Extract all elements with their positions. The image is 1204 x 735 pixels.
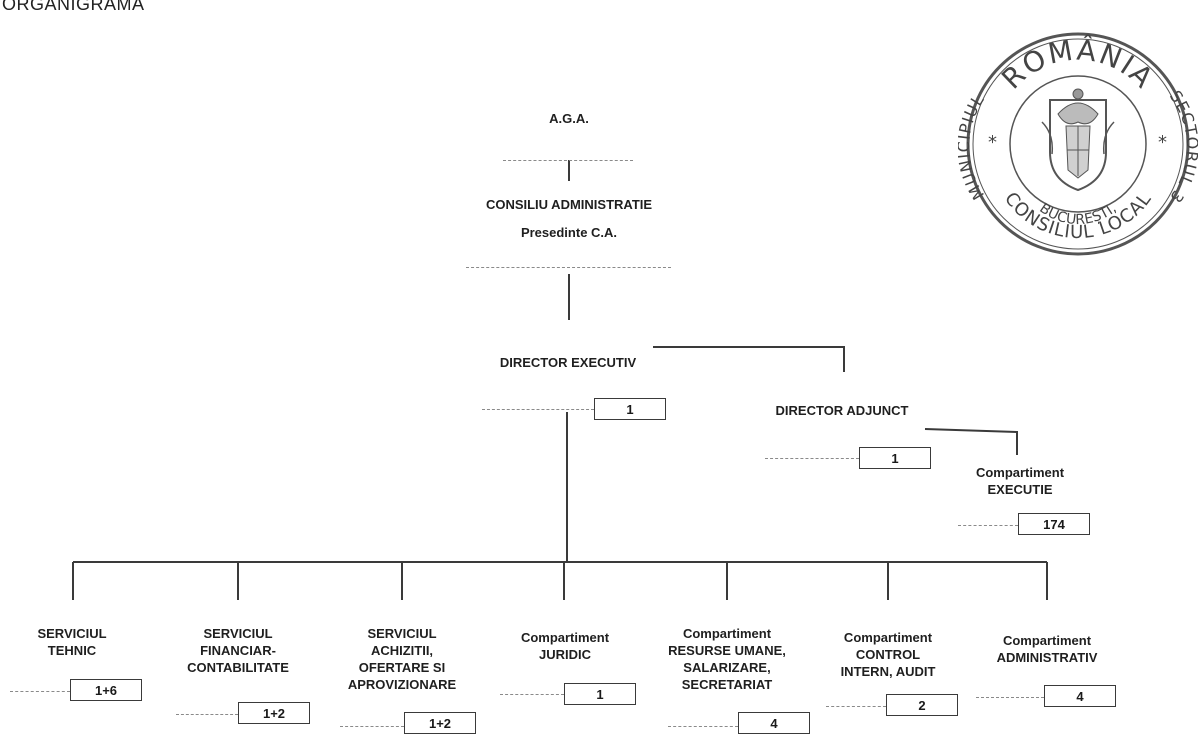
dept-line: SECRETARIAT: [681, 677, 773, 692]
dash-line: [482, 409, 594, 410]
executie-line2: EXECUTIE: [987, 482, 1053, 497]
dash-line: [10, 691, 70, 692]
dash-line: [826, 706, 886, 707]
dept-juridic: Compartiment JURIDIC: [521, 629, 609, 663]
dept-achizitii: SERVICIUL ACHIZITII, OFERTARE SI APROVIZ…: [348, 625, 456, 693]
dash-line: [340, 726, 404, 727]
dash-line: [176, 714, 238, 715]
dept-line: SERVICIUL: [367, 626, 437, 641]
dept-count: 1+6: [70, 679, 142, 701]
dept-line: SERVICIUL: [203, 626, 273, 641]
dept-resurse-umane: Compartiment RESURSE UMANE, SALARIZARE, …: [668, 625, 786, 693]
dept-line: CONTROL: [855, 647, 921, 662]
dept-count: 2: [886, 694, 958, 716]
director-executiv-count: 1: [594, 398, 666, 420]
consiliu-node: CONSILIU ADMINISTRATIE Presedinte C.A.: [486, 196, 652, 241]
dash-line: [503, 160, 633, 161]
dash-line: [765, 458, 859, 459]
director-executiv-label: DIRECTOR EXECUTIV: [499, 355, 637, 370]
presedinte-label: Presedinte C.A.: [520, 225, 618, 240]
dash-line: [466, 267, 671, 268]
dept-line: APROVIZIONARE: [347, 677, 457, 692]
seal-stamp: ROMÂNIA MUNICIPIUL SECTORUL 3 BUCUREȘTI,…: [954, 22, 1201, 267]
svg-text:SECTORUL 3: SECTORUL 3: [1166, 87, 1198, 207]
svg-text:MUNICIPIUL: MUNICIPIUL: [958, 91, 988, 204]
dept-line: Compartiment: [843, 630, 933, 645]
director-adjunct-label: DIRECTOR ADJUNCT: [775, 403, 909, 418]
dept-line: ADMINISTRATIV: [996, 650, 1098, 665]
svg-text:*: *: [988, 132, 997, 153]
dept-line: TEHNIC: [47, 643, 97, 658]
coat-of-arms-icon: ROMÂNIA MUNICIPIUL SECTORUL 3 BUCUREȘTI,…: [954, 32, 1201, 256]
dept-line: RESURSE UMANE,: [668, 643, 786, 658]
dept-line: CONTABILITATE: [187, 660, 289, 675]
consiliu-label: CONSILIU ADMINISTRATIE: [485, 197, 653, 212]
dept-control-intern: Compartiment CONTROL INTERN, AUDIT: [841, 629, 936, 680]
dept-serviciul-tehnic: SERVICIUL TEHNIC: [37, 625, 106, 659]
director-executiv-node: DIRECTOR EXECUTIV: [500, 354, 636, 371]
dept-line: SERVICIUL: [37, 626, 107, 641]
aga-node: A.G.A.: [549, 110, 589, 127]
dept-count: 4: [1044, 685, 1116, 707]
dept-line: OFERTARE SI: [358, 660, 446, 675]
executie-node: Compartiment EXECUTIE: [976, 464, 1064, 498]
director-adjunct-node: DIRECTOR ADJUNCT: [776, 402, 909, 419]
dept-financiar-contabilitate: SERVICIUL FINANCIAR- CONTABILITATE: [187, 625, 289, 676]
dept-line: ACHIZITII,: [370, 643, 434, 658]
dept-line: FINANCIAR-: [200, 643, 276, 658]
dept-count: 1: [564, 683, 636, 705]
dash-line: [668, 726, 738, 727]
dept-line: SALARIZARE,: [683, 660, 771, 675]
dept-line: INTERN, AUDIT: [840, 664, 936, 679]
dash-line: [976, 697, 1044, 698]
executie-count: 174: [1018, 513, 1090, 535]
dept-line: Compartiment: [520, 630, 610, 645]
aga-label: A.G.A.: [549, 111, 589, 126]
dept-line: Compartiment: [682, 626, 772, 641]
dept-line: Compartiment: [1002, 633, 1092, 648]
dash-line: [958, 525, 1018, 526]
svg-text:ROMÂNIA: ROMÂNIA: [995, 33, 1161, 96]
director-adjunct-count: 1: [859, 447, 931, 469]
dept-count: 4: [738, 712, 810, 734]
dept-count: 1+2: [238, 702, 310, 724]
svg-text:*: *: [1158, 132, 1167, 153]
dept-line: JURIDIC: [538, 647, 591, 662]
dept-administrativ: Compartiment ADMINISTRATIV: [997, 632, 1098, 666]
page-title: ORGANIGRAMA: [2, 0, 145, 14]
executie-line1: Compartiment: [975, 465, 1065, 480]
dash-line: [500, 694, 564, 695]
dept-count: 1+2: [404, 712, 476, 734]
